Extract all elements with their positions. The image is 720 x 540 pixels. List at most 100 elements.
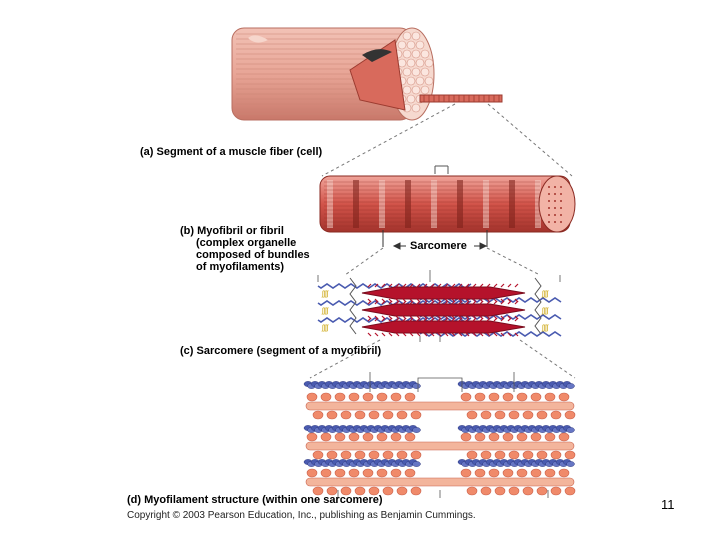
myosin-head — [493, 283, 498, 288]
myofibril-cross-section — [406, 94, 416, 104]
myosin-head — [500, 300, 505, 305]
myosin-head — [493, 300, 498, 305]
myosin-head — [474, 468, 486, 478]
myosin-head — [507, 283, 512, 288]
myosin-head — [362, 392, 374, 402]
myosin-head — [348, 432, 360, 442]
myosin-head — [381, 300, 386, 305]
myosin-head — [326, 450, 338, 460]
myosin-head — [486, 283, 491, 288]
myosin-head — [472, 300, 477, 305]
myosin-head — [388, 283, 393, 288]
myosin-head — [396, 486, 408, 496]
myofibril-cross-section — [420, 85, 430, 95]
muscle-fiber — [231, 27, 503, 121]
filament-dot — [548, 193, 550, 195]
myosin-head — [374, 317, 379, 322]
caption-a-letter: (a) — [140, 146, 154, 158]
myosin-head — [486, 317, 491, 322]
actin-subunit — [412, 427, 421, 433]
myosin-head — [390, 468, 402, 478]
myosin-head — [402, 300, 407, 305]
filament-dot — [554, 221, 556, 223]
myosin-head — [367, 283, 372, 288]
filament-dot — [560, 207, 562, 209]
myosin-head — [423, 317, 428, 322]
actin-subunit — [566, 461, 575, 467]
thick-filament-shaft — [305, 441, 575, 451]
myosin-head — [458, 317, 463, 322]
myosin-head — [558, 432, 570, 442]
myosin-head — [530, 392, 542, 402]
myosin-head — [416, 300, 421, 305]
myofibril-cross-section — [424, 76, 434, 86]
z-disc — [349, 277, 357, 335]
thick-filament — [361, 320, 526, 334]
myosin-head — [516, 432, 528, 442]
myosin-head — [402, 317, 407, 322]
sarcomere-bracket — [382, 230, 488, 250]
myosin-head — [500, 332, 505, 337]
filament-dot — [554, 200, 556, 202]
myosin-head — [340, 410, 352, 420]
myosin-head — [362, 468, 374, 478]
caption-b-line1: (complex organelle — [196, 237, 297, 249]
actin-subunit — [566, 383, 575, 389]
filament-glyph: ʃʃʃʃ — [321, 291, 330, 298]
myosin-head — [564, 410, 576, 420]
myosin-head — [522, 410, 534, 420]
filament-dot — [560, 221, 562, 223]
caption-c: (c) Sarcomere (segment of a myofibril) — [180, 345, 381, 357]
myosin-head — [320, 432, 332, 442]
myosin-head — [376, 432, 388, 442]
myosin-head — [416, 283, 421, 288]
myosin-head — [502, 392, 514, 402]
myosin-head — [493, 332, 498, 337]
myosin-head — [402, 283, 407, 288]
myosin-head — [326, 486, 338, 496]
filament-glyph: ʃʃʃʃ — [321, 308, 330, 315]
myosin-head — [354, 486, 366, 496]
myosin-head — [348, 392, 360, 402]
myosin-head — [320, 392, 332, 402]
myosin-head — [306, 468, 318, 478]
myosin-head — [536, 410, 548, 420]
myofibril-cross-section — [424, 58, 434, 68]
myosin-head — [334, 392, 346, 402]
myosin-head — [458, 332, 463, 337]
myofibril-cross-section — [402, 85, 412, 95]
myosin-head — [396, 450, 408, 460]
myosin-head — [488, 468, 500, 478]
filament-glyph: ʃʃʃʃ — [541, 325, 550, 332]
filament-dot — [554, 207, 556, 209]
myosin-head — [516, 392, 528, 402]
myosin-head — [374, 283, 379, 288]
myosin-head — [451, 300, 456, 305]
myosin-head — [430, 300, 435, 305]
myosin-head — [381, 283, 386, 288]
myosin-head — [376, 468, 388, 478]
myosin-head — [451, 283, 456, 288]
myofibril-cross-section — [402, 49, 412, 59]
caption-d-letter: (d) — [127, 494, 142, 506]
caption-b-title: Myofibril or fibril — [197, 225, 284, 237]
copyright-notice: Copyright © 2003 Pearson Education, Inc.… — [127, 510, 476, 521]
label-bracket — [417, 377, 463, 392]
myosin-head — [430, 332, 435, 337]
myosin-head — [410, 410, 422, 420]
page-number: 11 — [661, 497, 675, 512]
myosin-head — [423, 300, 428, 305]
myosin-head — [544, 468, 556, 478]
myosin-head — [320, 468, 332, 478]
myofibril-cross-section — [397, 40, 407, 50]
myosin-head — [444, 283, 449, 288]
myosin-head — [474, 432, 486, 442]
caption-d-title: Myofilament structure — [144, 494, 260, 506]
myosin-head — [395, 283, 400, 288]
myosin-head — [479, 300, 484, 305]
myofibril-cross-section — [420, 49, 430, 59]
myosin-head — [472, 317, 477, 322]
filament-dot — [548, 207, 550, 209]
caption-a: (a) Segment of a muscle fiber (cell) — [140, 146, 322, 158]
caption-b-line3: of myofilaments) — [196, 261, 285, 273]
